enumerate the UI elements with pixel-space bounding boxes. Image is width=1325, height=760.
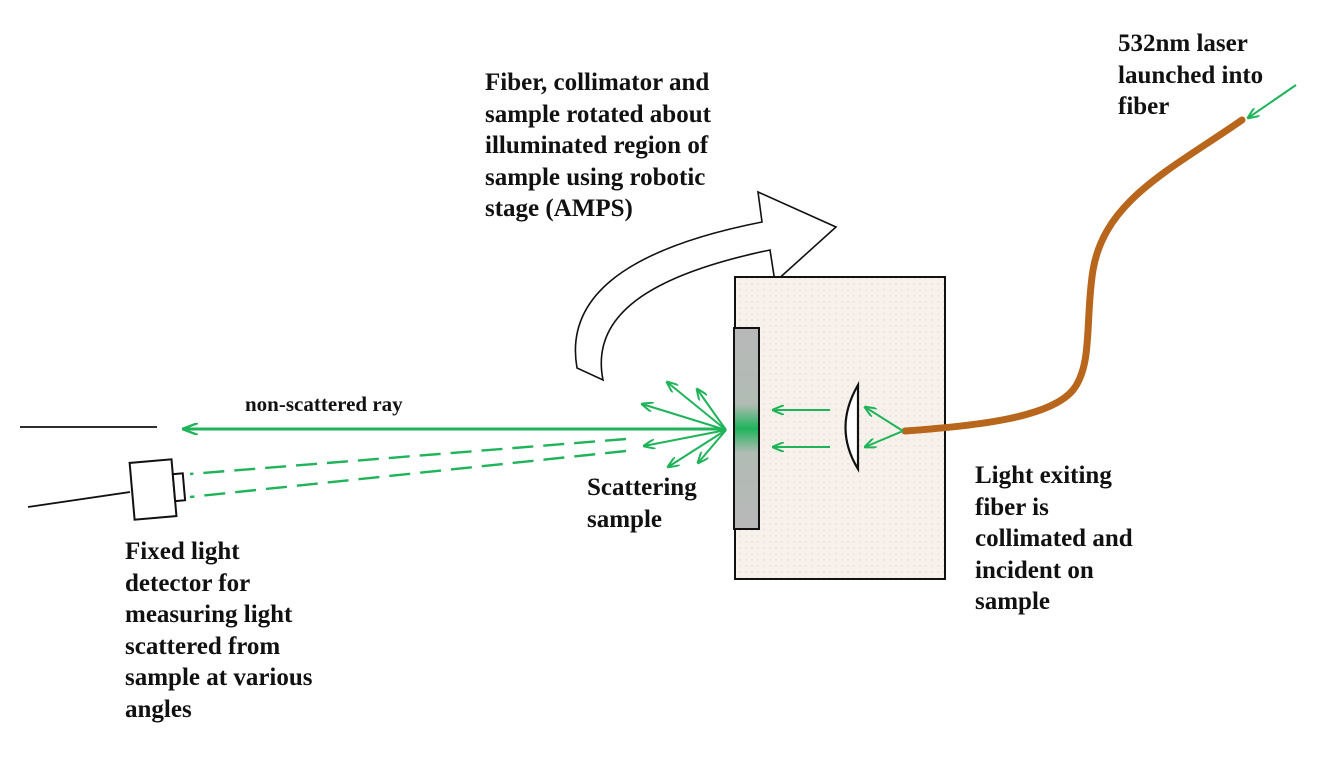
detector-lens-cap <box>171 472 187 503</box>
scattered-ray <box>667 382 727 431</box>
optical-fiber <box>901 116 1246 435</box>
scattered-ray <box>668 429 727 467</box>
reference-line-bottom <box>27 491 131 508</box>
scattered-ray <box>697 389 727 431</box>
scattered-rays <box>642 382 727 467</box>
scattered-ray <box>642 404 727 431</box>
detector-dashed-rays <box>189 437 627 499</box>
scattered-ray <box>644 429 727 446</box>
fiber-output-rays <box>865 407 904 447</box>
collimating-lens <box>844 380 860 473</box>
laser-label: 532nm laser launched into fiber <box>1118 30 1264 120</box>
fiber-output-ray <box>865 430 904 447</box>
dashed-ray <box>189 437 627 476</box>
scattering-sample-label: Scattering sample <box>587 474 697 533</box>
rotation-arrow <box>574 190 838 382</box>
dashed-ray <box>189 449 627 499</box>
light-exiting-label: Light exiting fiber is collimated and in… <box>975 462 1133 615</box>
scattered-ray <box>698 429 727 463</box>
non-scattered-ray-label: non-scattered ray <box>245 392 403 416</box>
scattering-sample-plate <box>733 327 760 530</box>
detector-body <box>128 458 178 521</box>
rotation-label: Fiber, collimator and sample rotated abo… <box>485 69 711 222</box>
detector-label: Fixed light detector for measuring light… <box>125 538 313 723</box>
laser-input-arrow <box>1248 84 1297 118</box>
fiber-output-ray <box>865 407 904 432</box>
collimated-beam <box>773 410 830 447</box>
light-detector <box>128 458 187 521</box>
